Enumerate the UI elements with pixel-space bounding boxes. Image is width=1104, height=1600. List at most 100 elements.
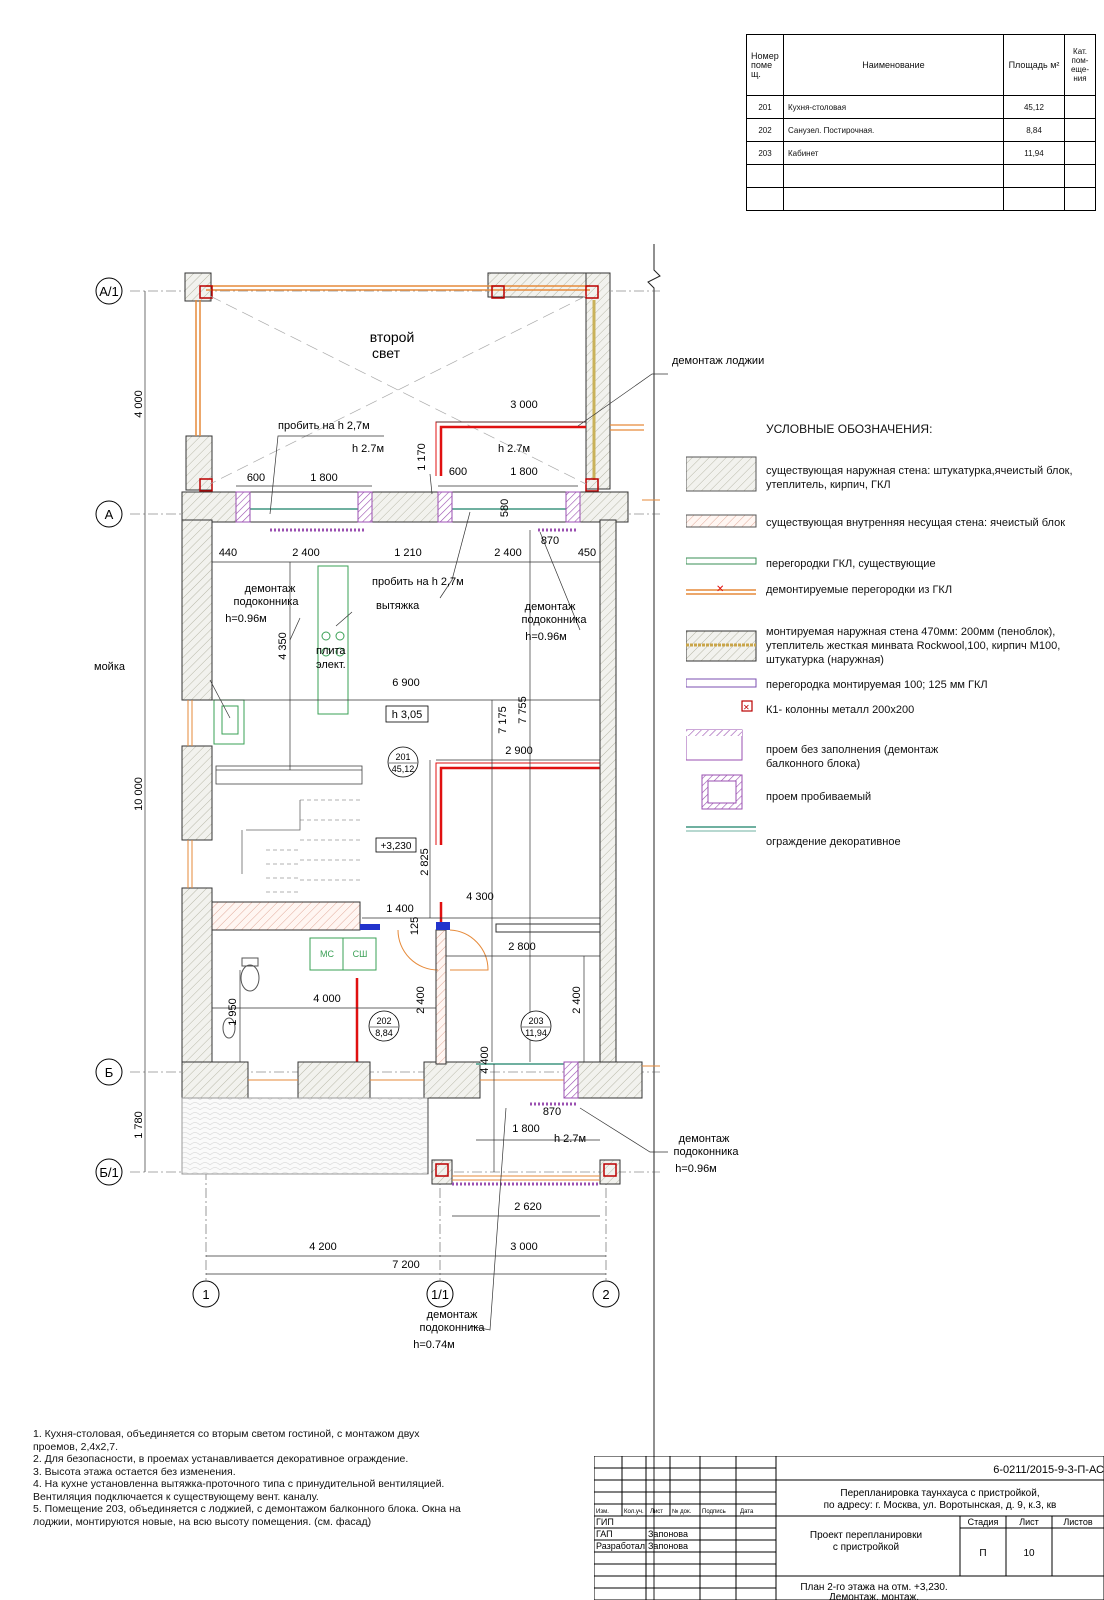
stamp-sheet-header: Лист: [1019, 1517, 1039, 1527]
dim: 3 000: [510, 1241, 538, 1253]
col-area: Площадь м²: [1003, 34, 1065, 96]
label-demolish-loggia: демонтаж лоджии: [672, 355, 764, 367]
dim: 7 200: [392, 1259, 420, 1271]
stamp-project-2: с пристройкой: [833, 1542, 899, 1553]
existing-gkl-partitions: [187, 499, 660, 1081]
dim: 3 000: [510, 399, 538, 411]
label-sill4-b: подоконника: [420, 1322, 486, 1334]
label-sill1-b: подоконника: [234, 596, 300, 608]
stamp-project-1: Проект перепланировки: [810, 1530, 922, 1541]
dim: 4 300: [466, 891, 494, 903]
axis-a: А: [105, 507, 114, 522]
row-name: Кухня-столовая: [783, 95, 1004, 119]
dim: 4 000: [313, 993, 341, 1005]
stamp-col: Дата: [740, 1509, 754, 1515]
label-mc: МС: [320, 949, 334, 959]
dim: 7 175: [497, 706, 509, 734]
axis-2: 2: [602, 1287, 609, 1302]
stamp-sheets-header: Листов: [1063, 1517, 1092, 1527]
vertical-dimension-texts: 4 000 10 000 1 780 1 170 580 4 350 7 175…: [133, 390, 583, 1139]
room-202-number: 202: [376, 1016, 391, 1026]
stamp-col: Изм.: [596, 1509, 609, 1515]
dim: 1 170: [416, 443, 428, 471]
stamp-code: 6-0211/2015-9-3-П-АС: [993, 1464, 1104, 1476]
new-openings: [235, 491, 581, 1106]
row-area: 11,94: [1003, 141, 1065, 165]
label-sill1-a: демонтаж: [245, 583, 296, 595]
second-light-1: второй: [370, 329, 415, 345]
dimension-lines: [144, 291, 606, 1275]
label-stove-2: элект.: [316, 659, 346, 671]
stamp-desc-1: Перепланировка таунхауса с пристройкой,: [840, 1488, 1039, 1499]
stamp-dev-name: Запонова: [648, 1541, 688, 1551]
second-light-2: свет: [372, 345, 401, 361]
label-sill1-c: h=0.96м: [225, 613, 267, 625]
stamp-plan-1: План 2-го этажа на отм. +3,230.: [800, 1582, 947, 1593]
label-h27-c: h 2.7м: [554, 1133, 586, 1145]
legend-item-gkl: перегородки ГКЛ, существующие: [766, 558, 936, 570]
dim: 125: [409, 917, 421, 935]
note-item: 3. Высота этажа остается без изменения.: [33, 1465, 236, 1478]
legend-title: УСЛОВНЫЕ ОБОЗНАЧЕНИЯ:: [766, 422, 933, 436]
row-cat: [1064, 95, 1096, 119]
stamp-col: Кол.уч.: [624, 1509, 644, 1515]
general-notes: 1. Кухня-столовая, объединяется со вторы…: [33, 1428, 463, 1528]
col-num: Номер поме щ.: [746, 34, 784, 96]
dim: 1 950: [227, 998, 239, 1026]
row-name: Кабинет: [783, 141, 1004, 165]
dim: 1 800: [510, 466, 538, 478]
table-row: [746, 187, 1096, 211]
label-h27-a: h 2.7м: [352, 443, 384, 455]
table-row: [746, 164, 1096, 188]
note-item: 2. Для безопасности, в проемах устанавли…: [33, 1453, 409, 1465]
stamp-col: Лист: [650, 1509, 663, 1515]
label-sill2-b: подоконника: [522, 614, 588, 626]
row-num: 201: [746, 95, 784, 119]
dim: 10 000: [133, 777, 145, 811]
dimension-texts: 3 000 600 1 800 600 1 800 870 440 2 400 …: [219, 399, 596, 1271]
table-row: 203 Кабинет 11,94: [746, 141, 1096, 165]
stamp-col: № док.: [672, 1508, 692, 1515]
room-table: Номер поме щ. Наименование Площадь м² Ка…: [746, 34, 1096, 211]
note-item: 1. Кухня-столовая, объединяется со вторы…: [33, 1428, 420, 1453]
label-height: h 3,05: [392, 709, 423, 721]
stamp-stage: П: [979, 1548, 986, 1559]
loggia-lower: [181, 1097, 621, 1186]
dim: 1 210: [394, 547, 422, 559]
label-stove-1: плита: [316, 645, 346, 657]
svg-text:✕: ✕: [716, 584, 724, 595]
dim: 4 000: [133, 390, 145, 418]
label-h27-b: h 2.7м: [498, 443, 530, 455]
legend-item-opening-empty: проем без заполнения (демонтаж балконног…: [766, 744, 939, 770]
dim: 2 825: [419, 848, 431, 876]
stairs: [215, 765, 363, 893]
dim: 2 400: [571, 986, 583, 1014]
room-203-area: 11,94: [525, 1028, 547, 1038]
label-sill3-c: h=0.96м: [675, 1163, 717, 1175]
dim: 2 400: [494, 547, 522, 559]
dim: 4 350: [277, 632, 289, 660]
legend-item-new-wall: монтируемая наружная стена 470мм: 200мм …: [766, 626, 1061, 666]
legend-item-inner-wall: существующая внутренняя несущая стена: я…: [766, 517, 1066, 529]
note-item: 5. Помещение 203, объединяется с лоджией…: [33, 1503, 461, 1528]
dim: 2 900: [505, 745, 533, 757]
dim: 440: [219, 547, 237, 559]
dim: 1 400: [386, 903, 414, 915]
table-row: 201 Кухня-столовая 45,12: [746, 95, 1096, 119]
col-name: Наименование: [783, 34, 1004, 96]
dim: 1 800: [310, 472, 338, 484]
legend-swatches: ✕ ✕: [686, 456, 757, 832]
dim: 600: [247, 472, 265, 484]
label-sill2-a: демонтаж: [525, 601, 576, 613]
label-sill3-b: подоконника: [674, 1146, 740, 1158]
row-name: Санузел. Постирочная.: [783, 118, 1004, 142]
dim: 4 400: [479, 1046, 491, 1074]
dim: 2 400: [292, 547, 320, 559]
label-sill4-c: h=0.74м: [413, 1339, 455, 1351]
walls: [181, 491, 643, 1099]
svg-text:✕: ✕: [743, 703, 750, 712]
axis-b: Б: [105, 1065, 114, 1080]
stamp-role-gip: ГИП: [596, 1517, 614, 1527]
